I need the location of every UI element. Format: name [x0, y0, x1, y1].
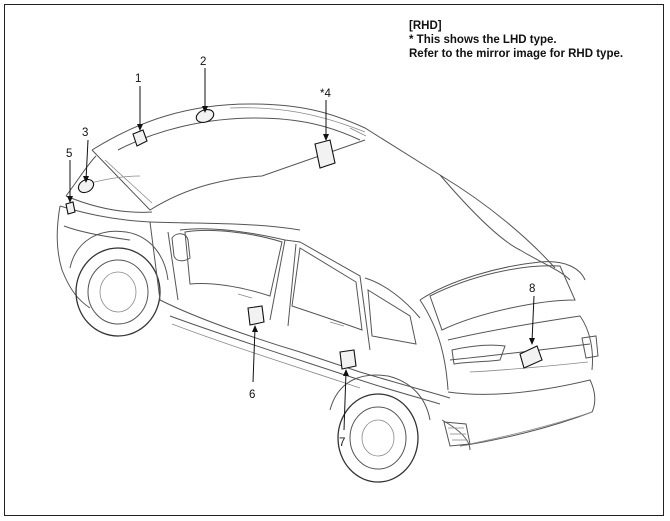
component-1: 1	[132, 73, 148, 147]
component-6: 6	[247, 305, 265, 401]
callout-2: 2	[200, 56, 206, 68]
component-5: 5	[65, 148, 76, 215]
callout-4: *4	[320, 88, 331, 100]
callout-8: 8	[529, 283, 535, 295]
callout-1: 1	[135, 73, 141, 85]
callout-5: 5	[66, 148, 72, 160]
callout-3: 3	[82, 127, 88, 139]
component-7: 7	[339, 349, 357, 449]
callout-6: 6	[249, 389, 255, 401]
component-3: 3	[77, 127, 95, 194]
diagram-note: [RHD] * This shows the LHD type. Refer t…	[409, 19, 623, 61]
component-4: *4	[314, 88, 336, 169]
component-8: 8	[519, 283, 543, 369]
note-line-3: Refer to the mirror image for RHD type.	[409, 48, 624, 60]
note-line-2: * This shows the LHD type.	[409, 34, 557, 46]
suv-outline	[56, 103, 599, 483]
callout-7: 7	[339, 437, 345, 449]
note-line-1: [RHD]	[409, 20, 442, 32]
component-2: 2	[195, 56, 215, 123]
